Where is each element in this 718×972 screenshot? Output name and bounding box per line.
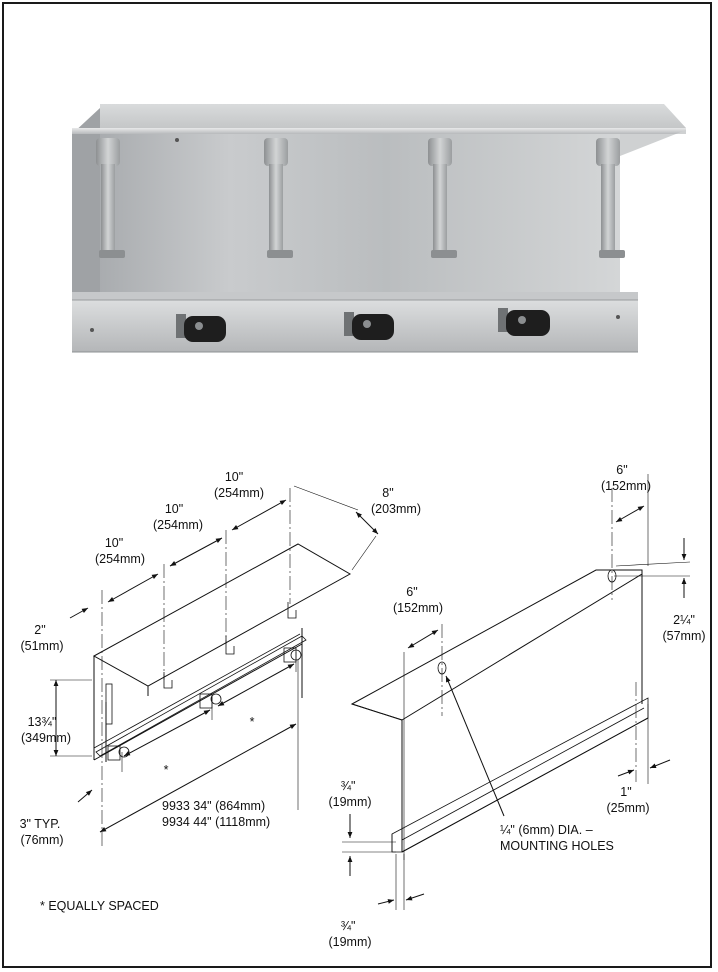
bottom-lip-in: ¾" <box>341 779 356 793</box>
front-lip-mm: (19mm) <box>328 935 371 949</box>
mounting-holes-label: MOUNTING HOLES <box>500 839 614 853</box>
top-offset-mm: (51mm) <box>20 639 63 653</box>
bottom-lip-mm: (19mm) <box>328 795 371 809</box>
spacing-mid-in: 10" <box>165 502 183 516</box>
spacing-left-in: 10" <box>105 536 123 550</box>
product-photo <box>72 104 686 353</box>
clamp-photo-3 <box>498 308 550 336</box>
depth-in: 8" <box>382 486 393 500</box>
side-inset-in: 1" <box>620 785 631 799</box>
footnote-equally-spaced: * EQUALLY SPACED <box>40 899 159 913</box>
front-lip-in: ¾" <box>341 919 356 933</box>
length-9933: 9933 34" (864mm) <box>162 799 265 813</box>
side-view-drawing: 6" (152mm) 6" (152mm) 2¼" (57mm) 1" (25m… <box>328 463 705 949</box>
spacing-left-mm: (254mm) <box>95 552 145 566</box>
hook-photo-1 <box>96 138 125 258</box>
hole-lower-in: 6" <box>406 585 417 599</box>
hook-photo-4 <box>596 138 625 258</box>
equal-spacing-mark-2: * <box>164 763 169 777</box>
hook-photo-2 <box>264 138 293 258</box>
spec-drawing: 10" (254mm) 10" (254mm) 10" (254mm) 8" (… <box>20 104 706 949</box>
height-mm: (349mm) <box>21 731 71 745</box>
clamp-photo-2 <box>344 312 394 340</box>
spacing-top-in: 10" <box>225 470 243 484</box>
equal-spacing-mark-1: * <box>250 715 255 729</box>
clamp-photo-1 <box>176 314 226 342</box>
shelf-drop-mm: (57mm) <box>662 629 705 643</box>
hole-upper-in: 6" <box>616 463 627 477</box>
bottom-offset-in: 3" TYP. <box>20 817 61 831</box>
top-offset-in: 2" <box>34 623 45 637</box>
hook-photo-3 <box>428 138 457 258</box>
front-view-drawing: 10" (254mm) 10" (254mm) 10" (254mm) 8" (… <box>20 470 421 913</box>
side-inset-mm: (25mm) <box>606 801 649 815</box>
shelf-drop-in: 2¼" <box>673 613 695 627</box>
length-9934: 9934 44" (1118mm) <box>162 815 270 829</box>
depth-mm: (203mm) <box>371 502 421 516</box>
bottom-offset-mm: (76mm) <box>20 833 63 847</box>
height-in: 13¾" <box>28 715 57 729</box>
spacing-top-mm: (254mm) <box>214 486 264 500</box>
hole-lower-mm: (152mm) <box>393 601 443 615</box>
mounting-holes-size: ¼" (6mm) DIA. – <box>500 823 593 837</box>
spacing-mid-mm: (254mm) <box>153 518 203 532</box>
hole-upper-mm: (152mm) <box>601 479 651 493</box>
